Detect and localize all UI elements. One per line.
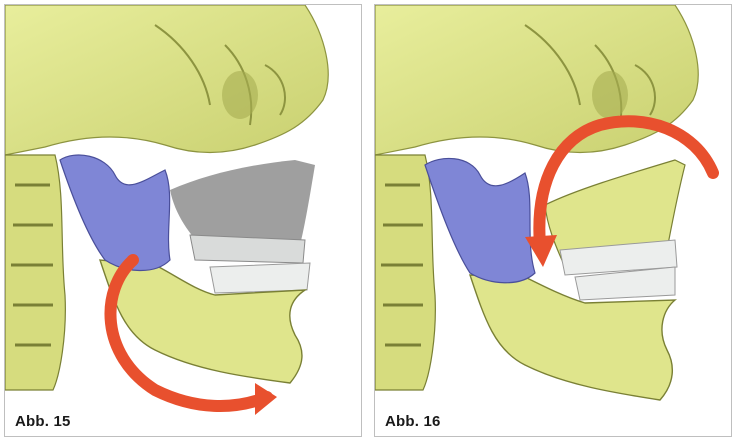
upper-teeth [190,235,305,263]
cervical-spine [375,155,435,390]
figure-caption: Abb. 15 [15,413,71,430]
cervical-spine [5,155,65,390]
skull-illustration [5,5,361,436]
figure-panel-abb-16: Abb. 16 [374,4,732,437]
skull-illustration [375,5,731,436]
figure-caption: Abb. 16 [385,413,441,430]
figure-panel-abb-15: Abb. 15 [4,4,362,437]
condyle-segment [425,158,535,282]
condyle-segment [60,155,170,271]
lower-teeth [210,263,310,293]
